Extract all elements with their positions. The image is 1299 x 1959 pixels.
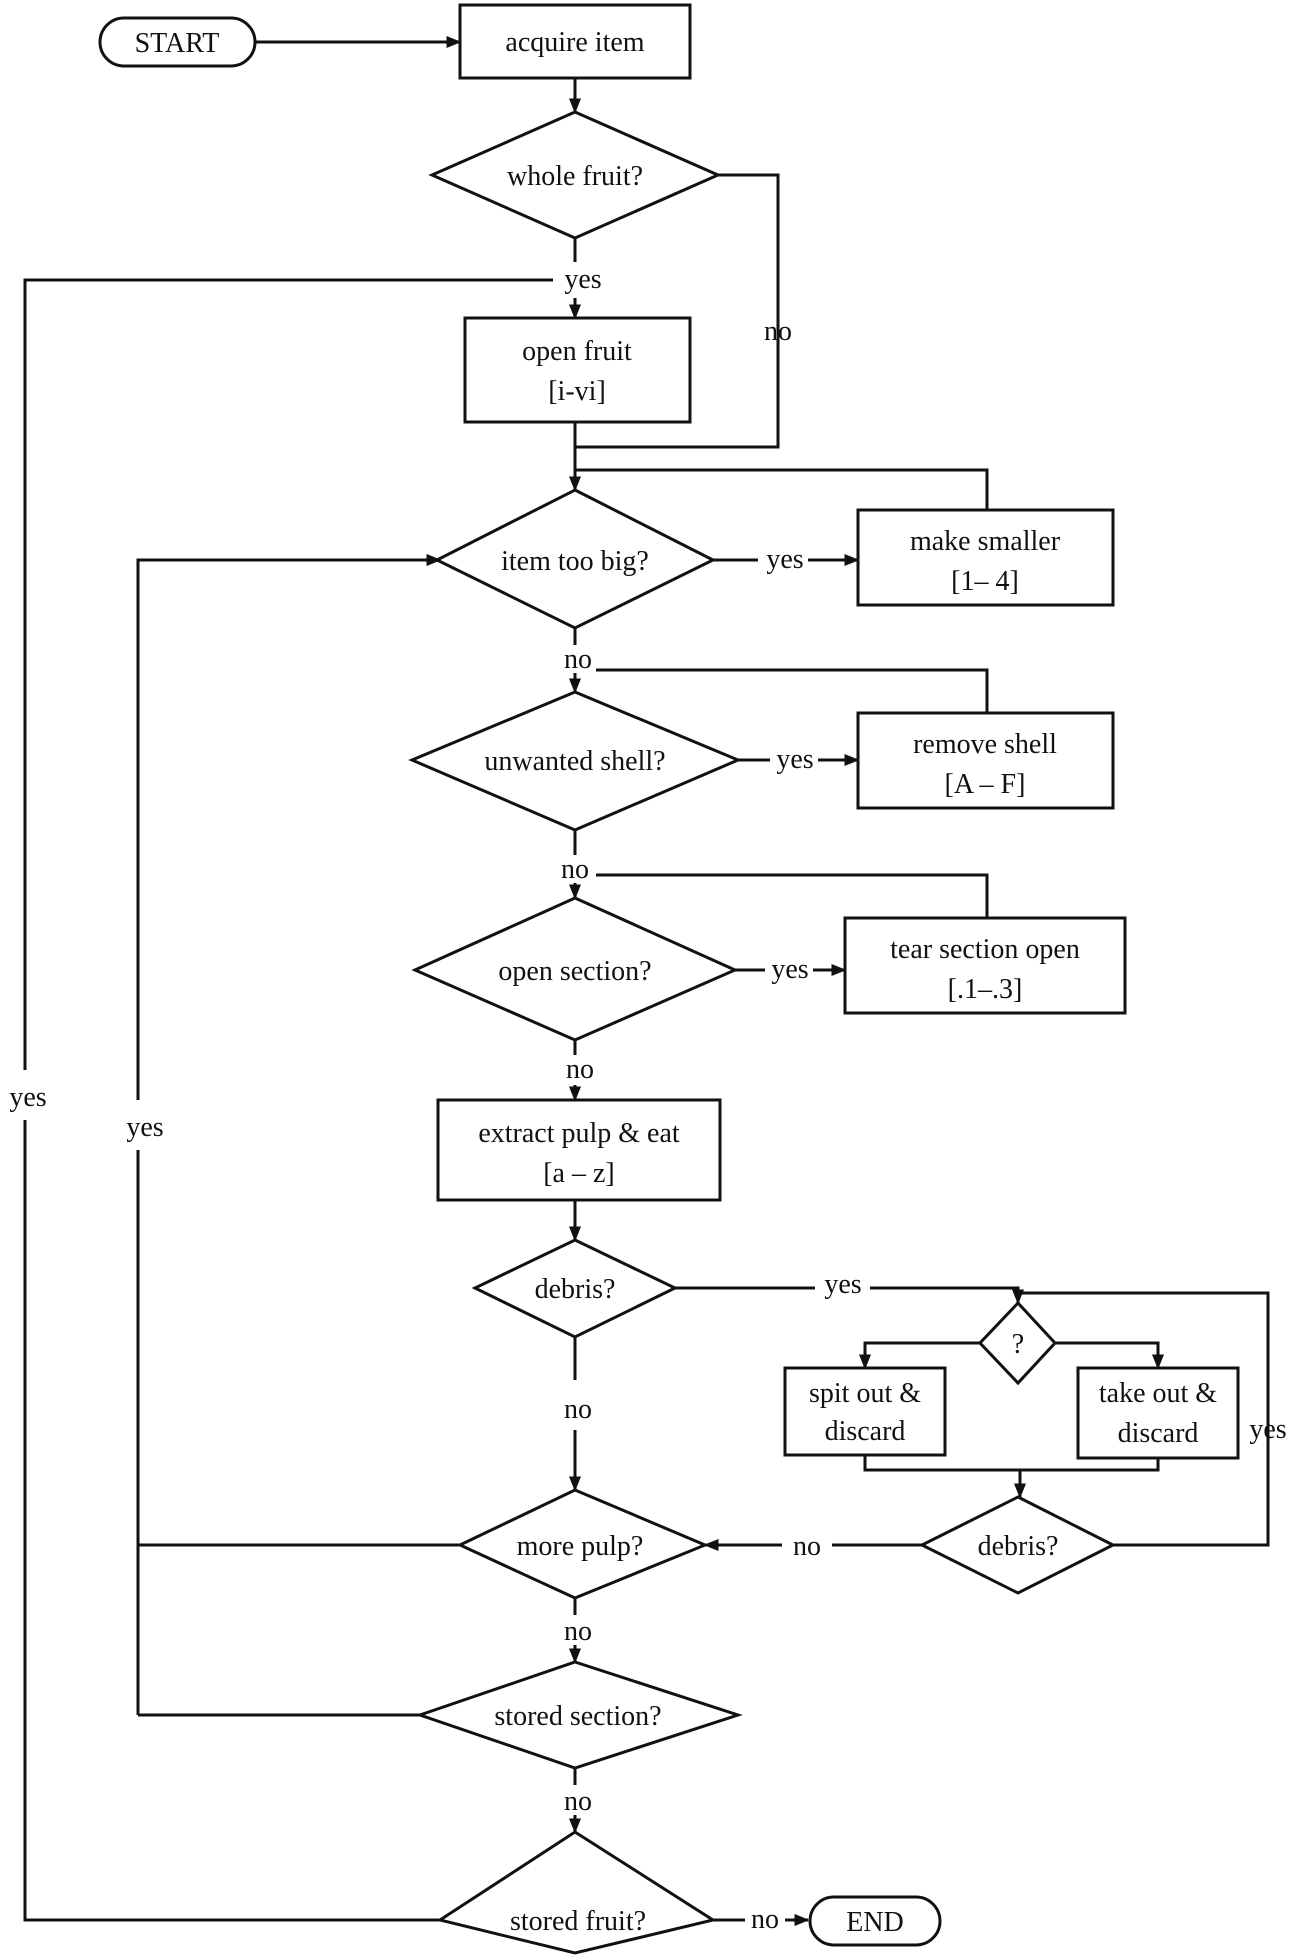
stored-section-label: stored section? xyxy=(494,1701,661,1732)
connector-debris-yes-b xyxy=(870,1286,1024,1305)
unwanted-shell-no-label: no xyxy=(561,854,589,885)
open-fruit-label-1: open fruit xyxy=(522,336,632,367)
more-pulp-decision xyxy=(456,1488,709,1600)
start-terminal xyxy=(98,16,257,68)
connector-storedfruit-yes-b xyxy=(23,278,553,1070)
acquire-item-label: acquire item xyxy=(505,27,644,58)
question-decision xyxy=(977,1300,1058,1386)
extract-pulp-label-2: [a – z] xyxy=(543,1158,615,1189)
question-label: ? xyxy=(1012,1329,1024,1360)
remove-shell-label-1: remove shell xyxy=(913,729,1057,760)
remove-shell-box xyxy=(856,711,1115,810)
debris-yes-label: yes xyxy=(824,1269,861,1300)
unwanted-shell-decision xyxy=(408,690,742,832)
more-pulp-no-label: no xyxy=(564,1616,592,1647)
make-smaller-box xyxy=(856,508,1115,607)
debris-label-2: debris? xyxy=(978,1531,1059,1562)
open-fruit-label-2: [i-vi] xyxy=(548,376,606,407)
edge-labels: yes no yes yes yes no yes no yes no yes … xyxy=(9,264,1286,1935)
extract-pulp-box xyxy=(436,1098,722,1202)
connector-tear-back xyxy=(596,873,989,918)
debris-decision-1 xyxy=(471,1238,679,1339)
debris-no-label: no xyxy=(564,1394,592,1425)
connector-q-right xyxy=(1055,1341,1164,1370)
take-out-box xyxy=(1076,1366,1240,1460)
debris-decision-2 xyxy=(918,1495,1117,1595)
take-out-label-2: discard xyxy=(1118,1418,1199,1449)
whole-fruit-decision xyxy=(428,110,722,240)
stored-fruit-no-label: no xyxy=(751,1904,779,1935)
remove-shell-label-2: [A – F] xyxy=(945,769,1026,800)
extract-pulp-label-1: extract pulp & eat xyxy=(478,1118,680,1149)
spit-out-label-2: discard xyxy=(825,1416,906,1447)
spit-out-box xyxy=(783,1366,947,1457)
tear-section-box xyxy=(843,916,1127,1015)
tear-section-label-2: [.1–.3] xyxy=(948,974,1023,1005)
connector-storedfruit-yes-a xyxy=(23,1120,440,1922)
open-fruit-box xyxy=(463,316,692,424)
stored-section-no-label: no xyxy=(564,1786,592,1817)
stored-fruit-decision xyxy=(436,1830,717,1955)
more-pulp-label: more pulp? xyxy=(517,1531,644,1562)
nodes: START acquire item whole fruit? open fru… xyxy=(98,3,1240,1955)
make-smaller-label-2: [1– 4] xyxy=(951,566,1019,597)
take-out-label-1: take out & xyxy=(1099,1378,1217,1409)
connector-left-loop-b xyxy=(136,554,442,1100)
make-smaller-label-1: make smaller xyxy=(910,526,1061,557)
connector-merge xyxy=(863,1455,1160,1472)
debris2-yes-label: yes xyxy=(1249,1414,1286,1445)
whole-fruit-no-label: no xyxy=(764,316,792,347)
open-section-decision xyxy=(411,896,739,1042)
unwanted-shell-yes-label: yes xyxy=(776,744,813,775)
whole-fruit-label: whole fruit? xyxy=(507,161,643,192)
stored-fruit-label: stored fruit? xyxy=(510,1906,646,1937)
tear-section-label-1: tear section open xyxy=(890,934,1080,965)
end-label: END xyxy=(846,1907,904,1938)
end-terminal xyxy=(808,1895,942,1947)
acquire-item-box xyxy=(458,3,692,80)
debris-label-1: debris? xyxy=(535,1274,616,1305)
item-too-big-no-label: no xyxy=(564,644,592,675)
connector-debris2-yes xyxy=(1018,1291,1270,1547)
stored-fruit-yes-label: yes xyxy=(9,1082,46,1113)
connector-q-left xyxy=(859,1341,980,1370)
open-section-yes-label: yes xyxy=(771,954,808,985)
spit-out-label-1: spit out & xyxy=(809,1378,921,1409)
connectors xyxy=(23,36,1270,1926)
unwanted-shell-label: unwanted shell? xyxy=(484,746,665,777)
whole-fruit-yes-label: yes xyxy=(564,264,601,295)
debris2-no-label: no xyxy=(793,1531,821,1562)
connector-shell-back xyxy=(596,668,989,713)
connector-whole-no xyxy=(575,173,780,449)
item-too-big-label: item too big? xyxy=(501,546,649,577)
start-label: START xyxy=(135,28,220,59)
more-pulp-yes-label: yes xyxy=(126,1112,163,1143)
item-too-big-yes-label: yes xyxy=(766,544,803,575)
connector-smaller-back xyxy=(575,468,989,510)
item-too-big-decision xyxy=(433,488,717,630)
open-section-no-label: no xyxy=(566,1054,594,1085)
open-section-label: open section? xyxy=(498,956,651,987)
stored-section-decision xyxy=(415,1660,743,1770)
